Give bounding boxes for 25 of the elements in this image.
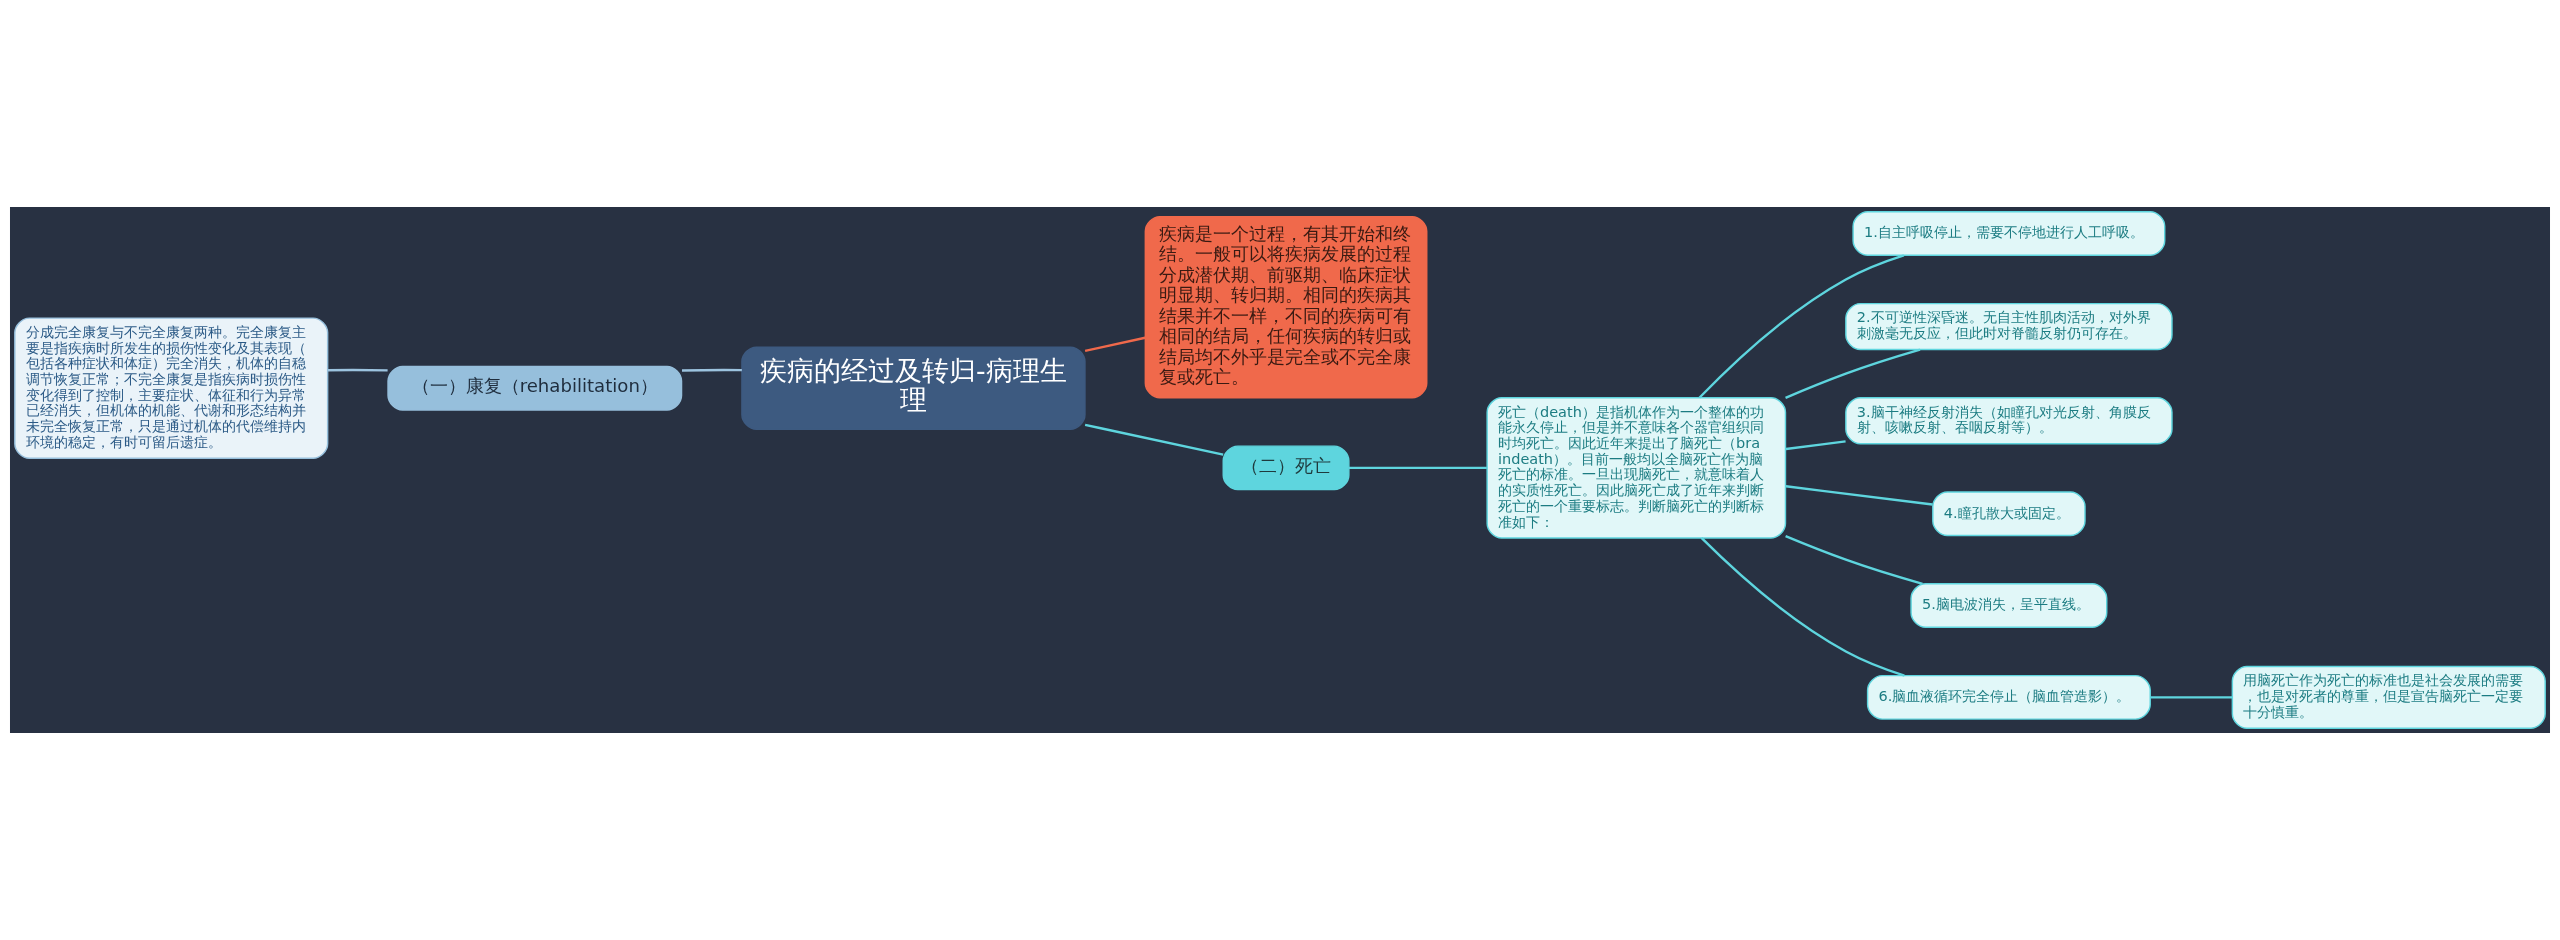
node-box: （二）死亡: [1222, 445, 1350, 491]
node-box: 疾病的经过及转归-病理生理: [741, 346, 1086, 430]
connector: [1698, 254, 1905, 399]
connector: [681, 368, 742, 372]
node-box: 2.不可逆性深昏迷。无自主性肌肉活动，对外界刺激毫无反应，但此时对脊髓反射仍可存在。: [1845, 302, 2173, 351]
connector: [1084, 423, 1224, 456]
node-box: 死亡（death）是指机体作为一个整体的功能永久停止，但是并不意味各个器官组织同时均死亡。因此近年来提出了脑死亡（braindeath）。目前一般均以全脑死亡作为脑死亡的标准。一旦出现脑死亡，就意味着人的实质性死亡。因此脑死亡成了近年来判断死亡的一个重要标志。判断脑死亡的判断标准如下：: [1486, 397, 1787, 539]
node-box: 1.自主呼吸停止，需要不停地进行人工呼吸。: [1852, 211, 2166, 257]
connector: [1785, 440, 1846, 451]
node-box: 疾病是一个过程，有其开始和终结。一般可以将疾病发展的过程分成潜伏期、前驱期、临床症状明显期、转归期。相同的疾病其结果并不一样，不同的疾病可有相同的结局，任何疾病的转归或结局均不外乎是完全或不完全康复或死亡。: [1144, 215, 1428, 399]
connector: [327, 368, 388, 372]
connector: [1700, 537, 1905, 677]
connector: [2150, 696, 2233, 699]
connector: [1785, 485, 1933, 506]
node-box: （一）康复（rehabilitation）: [387, 365, 683, 411]
node-box: 分成完全康复与不完全康复两种。完全康复主要是指疾病时所发生的损伤性变化及其表现（包括各种症状和体症）完全消失，机体的自稳调节恢复正常；不完全康复是指疾病时损伤性变化得到了控制，主要症状、体征和行为异常已经消失，但机体的机能、代谢和形态结构并未完全恢复正常，只是通过机体的代偿维持内环境的稳定，有时可留后遗症。: [14, 317, 329, 459]
connector: [1349, 466, 1487, 470]
node-box: 3.脑干神经反射消失（如瞳孔对光反射、角膜反射、咳嗽反射、吞咽反射等）。: [1845, 397, 2173, 445]
connector: [1785, 348, 1921, 399]
node-box: 用脑死亡作为死亡的标准也是社会发展的需要，也是对死者的尊重，但是宣告脑死亡一定要十分慎重。: [2231, 665, 2546, 729]
node-box: 5.脑电波消失，呈平直线。: [1910, 583, 2108, 629]
node-box: 6.脑血液循环完全停止（脑血管造影）。: [1866, 674, 2151, 720]
connector: [1785, 535, 1923, 585]
connector: [1084, 336, 1146, 353]
node-box: 4.瞳孔散大或固定。: [1932, 491, 2086, 537]
